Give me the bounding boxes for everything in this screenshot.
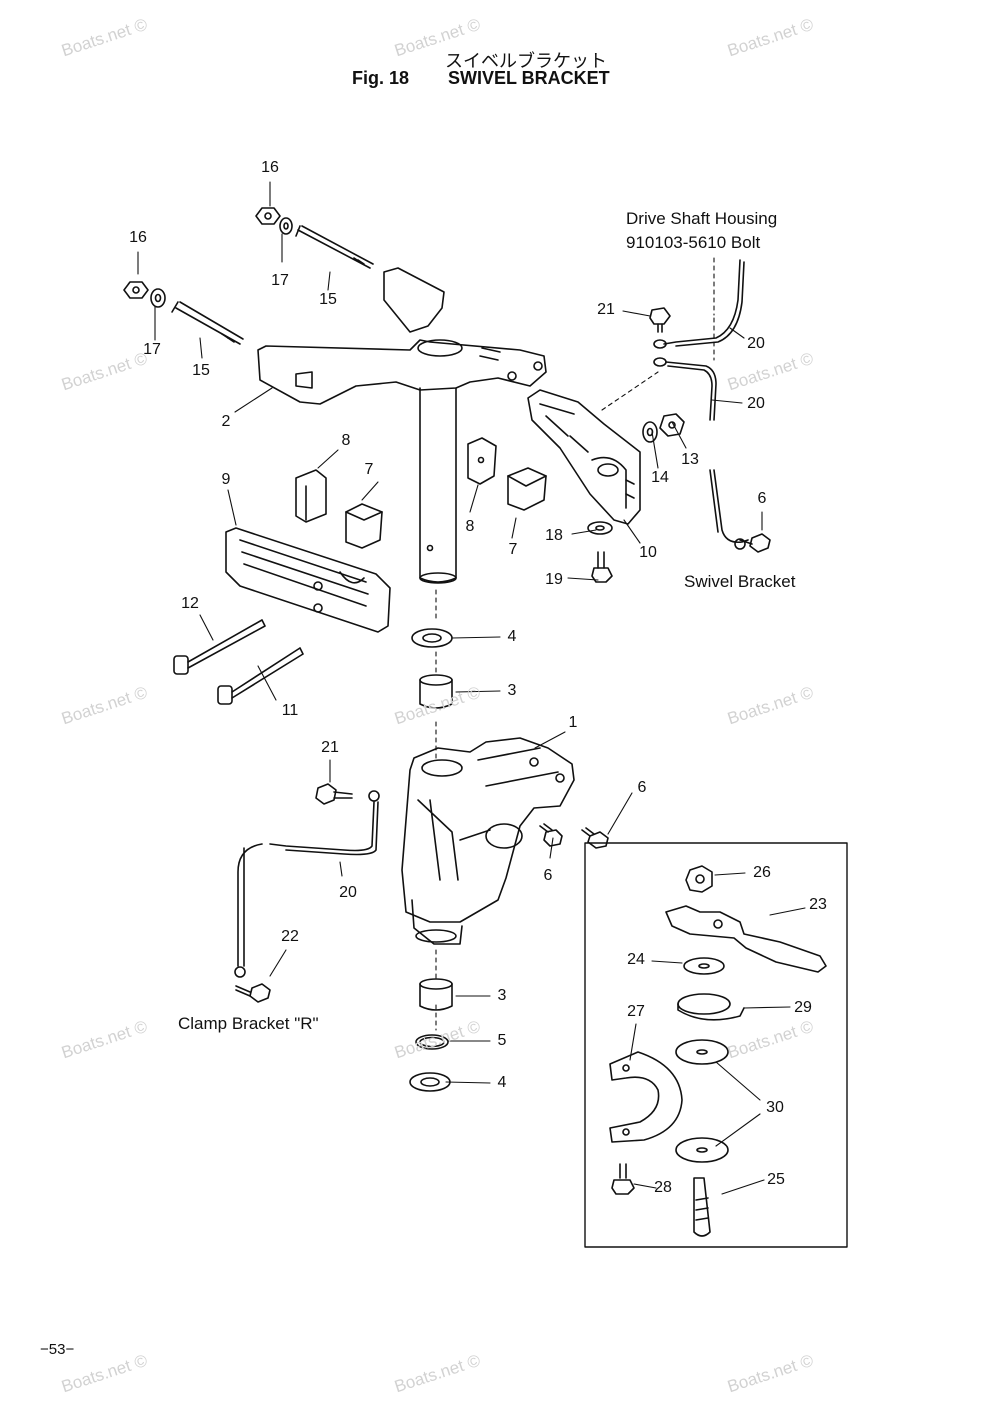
callout-number: 3 (497, 987, 507, 1004)
nut-26 (685, 865, 713, 893)
nut-16-left (123, 281, 149, 299)
bushing-3-upper (419, 674, 453, 709)
callout-number: 4 (507, 628, 517, 645)
callout-number: 24 (627, 951, 645, 968)
callout-number: 19 (545, 571, 563, 588)
damper-8-left (295, 469, 327, 523)
washer-17-left (150, 288, 166, 308)
figure-number: Fig. 18 (352, 68, 410, 88)
callout-number: 17 (143, 341, 161, 358)
callout-number: 4 (497, 1074, 507, 1091)
callout-number: 13 (681, 451, 699, 468)
callout-number: 9 (221, 471, 231, 488)
callout-number: 7 (508, 541, 518, 558)
callout-number: 5 (497, 1032, 507, 1049)
cable-20-lower (234, 790, 380, 978)
bolt-21-lower (315, 783, 353, 805)
plate-29 (677, 993, 745, 1021)
callout-number: 27 (627, 1003, 645, 1020)
callout-number: 20 (747, 395, 765, 412)
cable-20-upper (653, 259, 749, 550)
callout-number: 12 (181, 595, 199, 612)
damper-7-left (345, 503, 383, 549)
callout-number: 15 (192, 362, 210, 379)
callout-number: 28 (654, 1179, 672, 1196)
swivel-bracket-1 (401, 737, 575, 945)
figure-title: SWIVEL BRACKET (448, 68, 610, 88)
callout-number: 25 (767, 1171, 785, 1188)
washer-4-upper (411, 628, 453, 648)
damper-7-right (507, 467, 547, 511)
callout-number: 20 (339, 884, 357, 901)
steering-bracket-2 (257, 267, 547, 584)
nut-13 (659, 413, 685, 437)
bolt-15-left (171, 301, 244, 345)
bushing-3-lower (419, 978, 453, 1011)
callout-number: 16 (261, 159, 279, 176)
bolt-6-mid (539, 823, 563, 847)
callout-number: 6 (757, 490, 767, 507)
washer-4-lower (409, 1072, 451, 1092)
caption-drive-shaft-housing: Drive Shaft Housing (626, 209, 778, 228)
callout-number: 30 (766, 1099, 784, 1116)
callout-number: 18 (545, 527, 563, 544)
callout-number: 1 (568, 714, 578, 731)
bolt-21-upper (649, 307, 671, 333)
bolt-19 (591, 551, 613, 583)
nut-16-upper (255, 207, 281, 225)
callout-number: 29 (794, 999, 812, 1016)
callout-number: 15 (319, 291, 337, 308)
bolt-6-right (581, 827, 609, 849)
caption-bolt-number: 910103-5610 Bolt (626, 233, 761, 252)
callout-number: 16 (129, 229, 147, 246)
tiller-plate-23 (665, 905, 827, 973)
leader-lines (137, 181, 806, 1195)
damper-8-right (467, 437, 497, 485)
callout-number: 3 (507, 682, 517, 699)
callout-number: 2 (221, 413, 231, 430)
page-number: −53− (40, 1341, 75, 1358)
washer-30-lower (675, 1137, 729, 1163)
caption-clamp-bracket: Clamp Bracket "R" (178, 1014, 319, 1033)
callout-number: 22 (281, 928, 299, 945)
callout-number: 26 (753, 864, 771, 881)
washer-17-upper (279, 217, 293, 235)
caption-swivel-bracket: Swivel Bracket (684, 572, 796, 591)
bracket-10 (527, 389, 641, 525)
callout-number: 6 (543, 867, 553, 884)
bracket-27 (609, 1051, 683, 1143)
callout-number: 8 (341, 432, 351, 449)
callout-number: 11 (281, 702, 299, 719)
callout-number: 10 (639, 544, 657, 561)
callout-number: 17 (271, 272, 289, 289)
bolt-28 (611, 1163, 635, 1195)
washer-24 (683, 957, 725, 975)
callout-number: 20 (747, 335, 765, 352)
callout-number: 14 (651, 469, 669, 486)
callout-number: 21 (321, 739, 339, 756)
bolt-6-upper (739, 533, 771, 553)
callout-number: 21 (597, 301, 615, 318)
callout-number: 8 (465, 518, 475, 535)
bolt-11 (217, 647, 304, 705)
inset-frame (584, 842, 848, 1248)
callout-number: 6 (637, 779, 647, 796)
callout-number: 7 (364, 461, 374, 478)
plate-9 (225, 527, 391, 633)
pin-25 (693, 1177, 711, 1237)
callout-number: 23 (809, 896, 827, 913)
washer-18 (587, 521, 613, 535)
japanese-title: スイベルブラケット (445, 51, 607, 71)
bolt-15-upper (295, 225, 374, 269)
washer-14 (642, 421, 658, 443)
o-ring-5 (415, 1034, 449, 1050)
bolt-12 (173, 619, 266, 675)
washer-30-upper (675, 1039, 729, 1065)
bolt-22 (235, 983, 271, 1003)
